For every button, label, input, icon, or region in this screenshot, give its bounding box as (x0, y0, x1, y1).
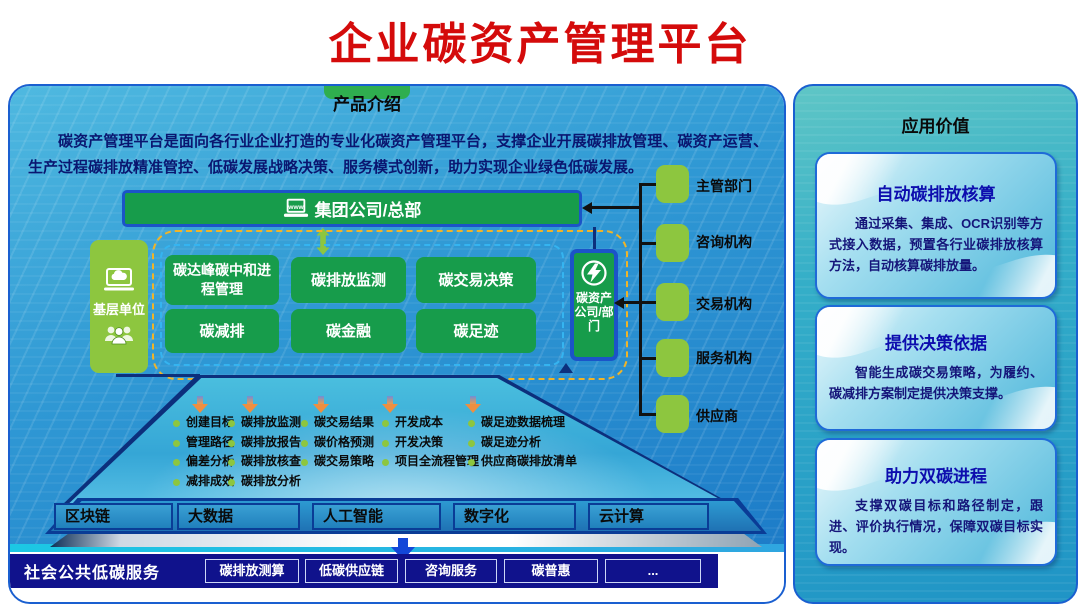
tech-box: 大数据 (177, 503, 300, 530)
public-service-label: 社会公共低碳服务 (24, 565, 161, 582)
value-card-body: 通过采集、集成、OCR识别等方式接入数据，预置各行业碳排放核算方法，自动核算碳排… (829, 216, 1043, 273)
bracket-stub (639, 413, 657, 416)
stakeholder-square (656, 224, 689, 262)
headquarters-label: 集团公司/总部 (314, 201, 422, 220)
stakeholder-square (656, 395, 689, 433)
tech-box: 人工智能 (312, 503, 441, 530)
laptop-www-icon: www (283, 198, 308, 217)
up-arrowhead-icon (559, 363, 573, 373)
arrow-line-to-carbon-dept (624, 301, 640, 304)
service-button[interactable]: 咨询服务 (405, 559, 497, 583)
bracket-line (639, 183, 642, 415)
orange-down-arrow-icon (242, 396, 258, 413)
funnel-item: 碳排放监测 (228, 413, 301, 433)
service-button[interactable]: 碳排放测算 (205, 559, 299, 583)
orange-down-arrow-icon (465, 396, 481, 413)
funnel-item: 碳足迹分析 (468, 433, 577, 453)
funnel-column: 碳足迹数据梳理 碳足迹分析 供应商碳排放清单 (468, 413, 577, 472)
value-card-title: 提供决策依据 (885, 334, 987, 353)
orange-down-arrow-icon (382, 396, 398, 413)
value-card-body: 智能生成碳交易策略，为履约、碳减排方案制定提供决策支撑。 (829, 365, 1043, 401)
product-description: 碳资产管理平台是面向各行业企业打造的专业化碳资产管理平台，支撑企业开展碳排放管理… (28, 133, 768, 176)
svg-text:www: www (287, 204, 304, 211)
funnel-item: 项目全流程管理 (382, 452, 479, 472)
tech-box: 数字化 (453, 503, 576, 530)
funnel-item: 开发决策 (382, 433, 479, 453)
lightning-circle-icon (581, 260, 607, 286)
stakeholder-label: 供应商 (696, 408, 738, 424)
tech-box: 区块链 (54, 503, 173, 530)
module-box: 碳达峰碳中和进程管理 (165, 255, 279, 305)
service-button[interactable]: 碳普惠 (504, 559, 598, 583)
connector-line (593, 227, 596, 249)
funnel-column: 碳排放监测 碳排放报告 碳排放核查 碳排放分析 (228, 413, 301, 491)
tech-box: 云计算 (588, 503, 709, 530)
bracket-stub (639, 242, 657, 245)
arrow-line-to-headquarters (592, 206, 640, 209)
grassroots-unit-box: 基层单位 (90, 240, 148, 373)
funnel-item: 碳排放报告 (228, 433, 301, 453)
funnel-item: 偏差分析 (173, 452, 234, 472)
public-service-bar: 社会公共低碳服务 碳排放测算 低碳供应链 咨询服务 碳普惠 ... (10, 554, 718, 588)
product-intro-panel: 产品介绍 碳资产管理平台是面向各行业企业打造的专业化碳资产管理平台，支撑企业开展… (8, 84, 786, 604)
funnel-item: 减排成效 (173, 472, 234, 492)
grassroots-unit-label: 基层单位 (92, 302, 145, 317)
funnel-item: 管理路径 (173, 433, 234, 453)
funnel-item: 开发成本 (382, 413, 479, 433)
value-card-body: 支撑双碳目标和路径制定，跟进、评价执行情况，保障双碳目标实现。 (829, 498, 1043, 555)
bracket-stub (639, 301, 657, 304)
module-box: 碳减排 (165, 309, 279, 353)
service-button[interactable]: 低碳供应链 (305, 559, 398, 583)
funnel-item: 碳交易结果 (301, 413, 374, 433)
stakeholder-label: 交易机构 (696, 296, 752, 312)
page-title: 企业碳资产管理平台 (328, 20, 752, 69)
value-card-title: 助力双碳进程 (885, 467, 987, 486)
module-box: 碳足迹 (416, 309, 536, 353)
service-button[interactable]: ... (605, 559, 701, 583)
funnel-item: 碳排放核查 (228, 452, 301, 472)
orange-down-arrow-icon (192, 396, 208, 413)
funnel-column: 创建目标 管理路径 偏差分析 减排成效 (173, 413, 234, 491)
cloud-laptop-icon (104, 268, 134, 291)
module-box: 碳排放监测 (291, 257, 406, 303)
stakeholder-label: 服务机构 (696, 350, 752, 366)
bracket-stub (639, 357, 657, 360)
module-box: 碳金融 (291, 309, 406, 353)
section-title-product-intro: 产品介绍 (333, 95, 401, 114)
value-card-title: 自动碳排放核算 (876, 185, 996, 204)
funnel-item: 碳交易策略 (301, 452, 374, 472)
stakeholder-square (656, 283, 689, 321)
carbon-asset-dept-label: 碳资产公司/部门 (574, 291, 614, 333)
funnel-column: 碳交易结果 碳价格预测 碳交易策略 (301, 413, 374, 472)
left-arrowhead-icon (614, 296, 624, 309)
headquarters-box: www 集团公司/总部 (122, 190, 582, 227)
funnel-item: 碳足迹数据梳理 (468, 413, 577, 433)
carbon-asset-dept-box: 碳资产公司/部门 (570, 249, 618, 361)
funnel-item: 创建目标 (173, 413, 234, 433)
stakeholder-square (656, 339, 689, 377)
stakeholder-square (656, 165, 689, 203)
funnel-item: 碳价格预测 (301, 433, 374, 453)
funnel-column: 开发成本 开发决策 项目全流程管理 (382, 413, 479, 472)
connector-line (116, 374, 200, 377)
stakeholder-label: 咨询机构 (696, 234, 752, 250)
blue-dashed-frame (160, 244, 564, 366)
stakeholder-label: 主管部门 (696, 178, 752, 194)
module-box: 碳交易决策 (416, 257, 536, 303)
funnel-item: 碳排放分析 (228, 472, 301, 492)
funnel-item: 供应商碳排放清单 (468, 452, 577, 472)
left-arrowhead-icon (582, 201, 592, 214)
people-icon (105, 326, 133, 345)
application-value-panel: 应用价值 自动碳排放核算 通过采集、集成、OCR识别等方式接入数据，预置各行业碳… (793, 84, 1078, 604)
value-card: 提供决策依据 智能生成碳交易策略，为履约、碳减排方案制定提供决策支撑。 (815, 305, 1057, 431)
orange-down-arrow-icon (313, 396, 329, 413)
value-card: 自动碳排放核算 通过采集、集成、OCR识别等方式接入数据，预置各行业碳排放核算方… (815, 152, 1057, 299)
intro-tab-pill (324, 86, 410, 99)
section-title-application-value: 应用价值 (901, 117, 970, 136)
value-card: 助力双碳进程 支撑双碳目标和路径制定，跟进、评价执行情况，保障双碳目标实现。 (815, 438, 1057, 566)
bracket-stub (639, 183, 657, 186)
